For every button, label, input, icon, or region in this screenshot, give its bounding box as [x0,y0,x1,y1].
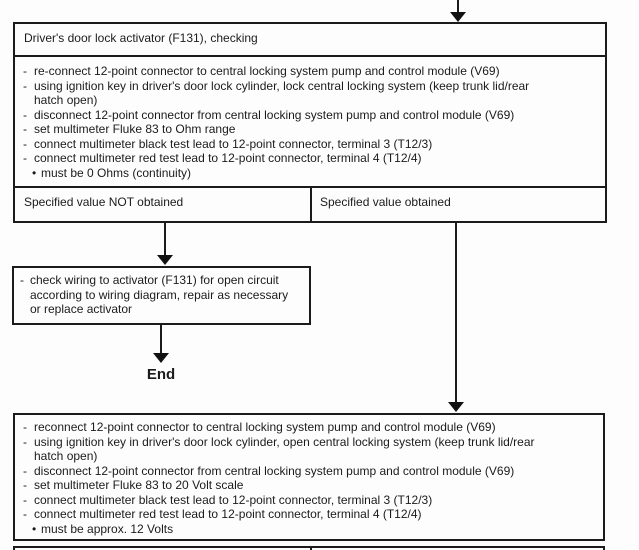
next-branch-row-divider [310,548,312,550]
procedure-step: -connect multimeter red test lead to 12-… [15,151,605,166]
branch-row: Specified value NOT obtained Specified v… [15,188,605,221]
bullet-marker: • [32,165,37,180]
end-label: End [146,366,176,383]
branch-label-not-obtained: Specified value NOT obtained [24,195,184,209]
branch-label-obtained: Specified value obtained [320,195,451,209]
procedure-step-text: disconnect 12-point connector from centr… [34,107,515,122]
procedure-step-text: re-connect 12-point connector to central… [34,64,500,78]
procedure-step: -reconnect 12-point connector to central… [15,420,603,435]
repair-step: or replace activator [14,302,309,317]
dash-marker: - [23,136,27,151]
dash-marker: - [23,463,27,478]
procedure-step-text: hatch open) [34,93,98,107]
procedure-step: -connect multimeter red test lead to 12-… [15,507,603,522]
procedure-step-text: reconnect 12-point connector to central … [34,420,496,434]
procedure-step: -connect multimeter black test lead to 1… [15,137,605,152]
procedure-step-text: connect multimeter red test lead to 12-p… [34,507,422,521]
arrowhead-down-icon [450,12,466,22]
dash-marker: - [23,107,27,122]
arrowhead-down-icon [448,402,464,412]
flow-line-obtained [455,223,457,403]
dash-marker: - [23,151,27,165]
procedure-result-text: must be approx. 12 Volts [41,521,174,536]
flowchart-title: Driver's door lock activator (F131), che… [24,31,258,45]
dash-marker: - [23,507,27,521]
dash-marker: - [23,78,27,93]
procedure-step-text: connect multimeter red test lead to 12-p… [34,151,422,165]
procedure-result: • must be 0 Ohms (continuity) [15,166,605,181]
procedure-step-text: set multimeter Fluke 83 to Ohm range [34,122,236,136]
dash-marker: - [23,434,27,449]
bullet-marker: • [32,521,37,536]
procedure-list-1: -re-connect 12-point connector to centra… [15,57,605,188]
procedure-step: -using ignition key in driver's door loc… [15,435,603,450]
procedure-step-text: connect multimeter black test lead to 12… [34,136,433,151]
procedure-step-text: using ignition key in driver's door lock… [34,78,530,93]
procedure-result: • must be approx. 12 Volts [15,522,603,537]
procedure-step: hatch open) [15,93,605,108]
procedure-step: -disconnect 12-point connector from cent… [15,464,603,479]
flow-line-not-obtained [164,223,166,256]
procedure-box-2: -reconnect 12-point connector to central… [13,413,605,541]
repair-step-text: check wiring to activator (F131) for ope… [30,273,279,287]
procedure-step: -disconnect 12-point connector from cent… [15,108,605,123]
flow-line-to-end [160,325,162,354]
branch-cell-not-obtained: Specified value NOT obtained [15,188,312,221]
procedure-step: -connect multimeter black test lead to 1… [15,493,603,508]
branch-cell-obtained: Specified value obtained [312,188,605,221]
arrowhead-down-icon [157,255,173,265]
dash-marker: - [23,122,27,136]
procedure-step: -using ignition key in driver's door loc… [15,79,605,94]
dash-marker: - [20,273,24,287]
procedure-step: -re-connect 12-point connector to centra… [15,64,605,79]
procedure-step: hatch open) [15,449,603,464]
arrowhead-down-icon [153,353,169,363]
next-branch-row-stub [13,546,605,550]
procedure-step-text: connect multimeter black test lead to 12… [34,492,433,507]
dash-marker: - [23,420,27,434]
dash-marker: - [23,492,27,507]
procedure-step-text: set multimeter Fluke 83 to 20 Volt scale [34,478,244,492]
repair-box: -check wiring to activator (F131) for op… [12,266,311,325]
procedure-step-text: disconnect 12-point connector from centr… [34,463,515,478]
flow-line-incoming [457,0,459,13]
procedure-step-text: using ignition key in driver's door lock… [34,434,535,449]
title-row: Driver's door lock activator (F131), che… [15,24,605,57]
repair-step: -check wiring to activator (F131) for op… [14,273,309,288]
procedure-step: -set multimeter Fluke 83 to Ohm range [15,122,605,137]
check-table: Driver's door lock activator (F131), che… [13,22,607,223]
procedure-result-text: must be 0 Ohms (continuity) [41,165,192,180]
dash-marker: - [23,478,27,492]
procedure-step: -set multimeter Fluke 83 to 20 Volt scal… [15,478,603,493]
dash-marker: - [23,64,27,78]
repair-step-text: or replace activator [30,302,133,316]
repair-step: according to wiring diagram, repair as n… [14,288,309,303]
repair-step-text: according to wiring diagram, repair as n… [30,287,289,302]
procedure-step-text: hatch open) [34,449,98,463]
